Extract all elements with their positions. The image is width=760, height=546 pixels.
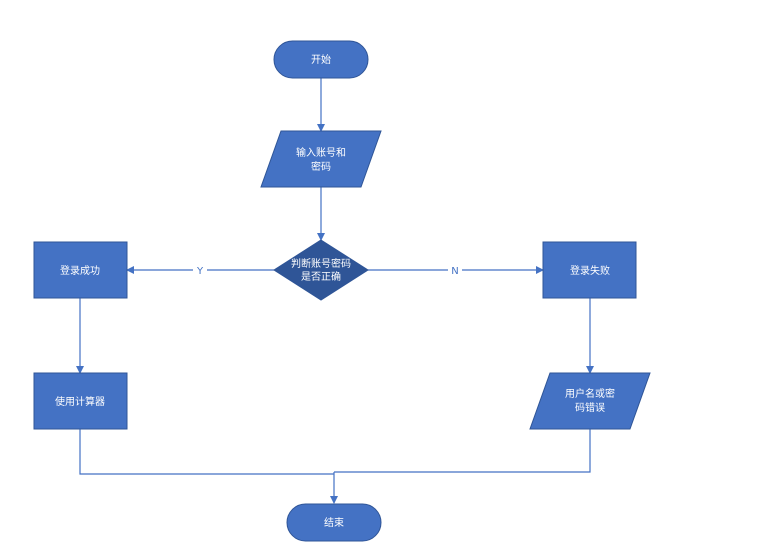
edges: Y N <box>76 78 594 504</box>
node-fail[interactable]: 登录失败 <box>542 241 637 299</box>
node-check-label-line1: 判断账号密码 <box>291 257 351 270</box>
edge-label-yes: Y <box>196 266 204 277</box>
node-check-label-line2: 是否正确 <box>301 270 341 283</box>
edge-error-to-merge <box>334 429 591 473</box>
node-input[interactable]: 输入账号和 密码 <box>260 130 382 188</box>
node-start[interactable]: 开始 <box>273 40 369 79</box>
node-success[interactable]: 登录成功 <box>33 241 128 299</box>
edge-label-no: N <box>451 266 458 277</box>
node-end-label: 结束 <box>324 516 344 529</box>
node-use-calc[interactable]: 使用计算器 <box>33 372 128 430</box>
node-end[interactable]: 结束 <box>286 503 382 542</box>
node-success-label: 登录成功 <box>60 264 100 277</box>
edge-use-calc-to-merge <box>79 429 334 475</box>
node-input-label-line1: 输入账号和 <box>296 146 346 159</box>
node-error[interactable]: 用户名或密 码错误 <box>529 372 651 430</box>
node-error-label-line1: 用户名或密 <box>565 387 615 400</box>
node-fail-label: 登录失败 <box>570 264 610 277</box>
node-error-label-line2: 码错误 <box>575 401 605 414</box>
node-check[interactable]: 判断账号密码 是否正确 <box>273 239 369 301</box>
node-input-label-line2: 密码 <box>311 160 331 173</box>
node-use-calc-label: 使用计算器 <box>55 395 105 408</box>
node-start-label: 开始 <box>311 53 331 66</box>
